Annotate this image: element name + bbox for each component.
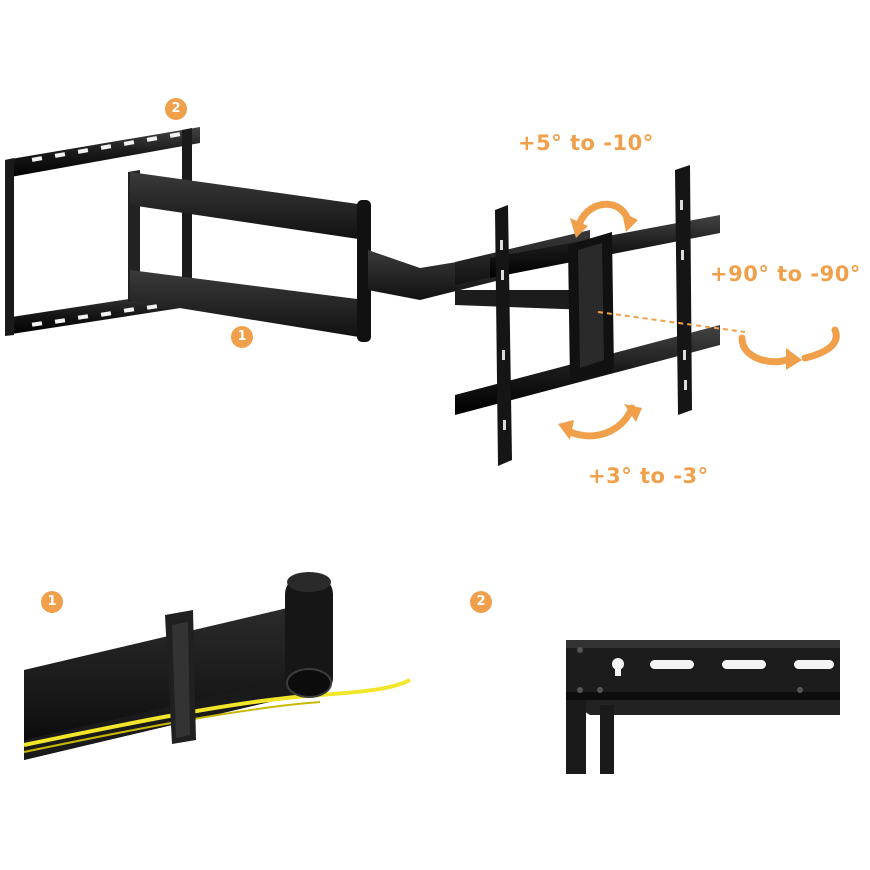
- rotation-range-label: +3° to -3°: [588, 464, 709, 488]
- tilt-range-label: +5° to -10°: [518, 131, 654, 155]
- swivel-arrowhead-icon: [786, 348, 802, 370]
- callout-badge-1-top: 1: [231, 326, 253, 348]
- swivel-range-label: +90° to -90°: [710, 262, 861, 286]
- wall-plate: [5, 127, 200, 336]
- rotate-arrow-icon: [566, 404, 636, 440]
- tilt-arrow-icon: [574, 200, 632, 232]
- tilt-arrowhead-icon-2: [622, 212, 638, 232]
- callout-badge-2-detail: 2: [470, 591, 492, 613]
- callout-badge-2-top: 2: [165, 98, 187, 120]
- tv-bracket: [455, 165, 746, 466]
- detail-wall-plate: [566, 640, 840, 774]
- tilt-arrowhead-icon: [570, 218, 588, 238]
- detail-cable-management: [23, 572, 411, 760]
- rotate-arrowhead-icon-2: [624, 404, 642, 422]
- callout-badge-1-detail: 1: [41, 591, 63, 613]
- rotate-arrowhead-icon: [558, 420, 574, 440]
- extension-arms: [128, 170, 590, 342]
